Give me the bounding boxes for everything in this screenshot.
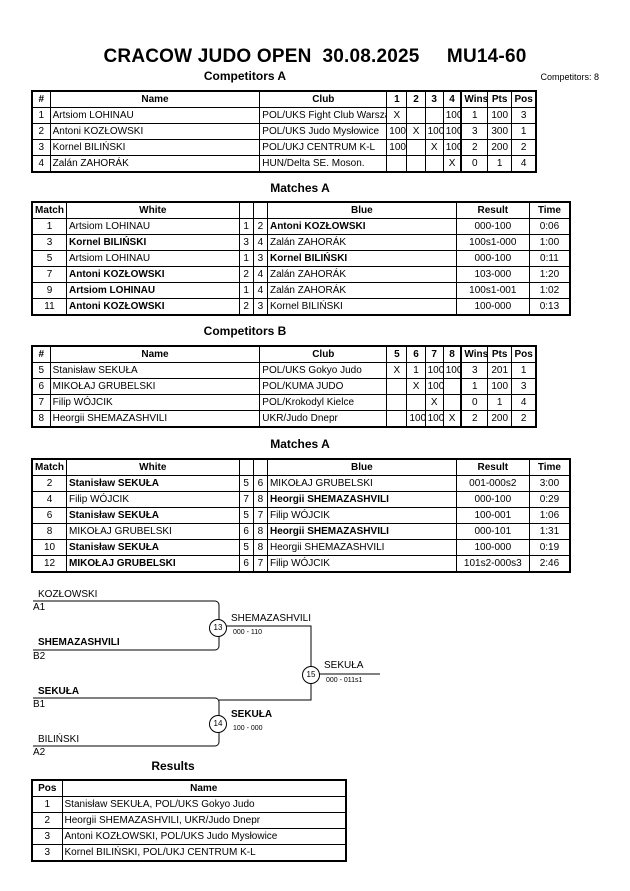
result-position: 3 (31, 844, 63, 862)
result-name: Heorgii SHEMAZASHVILI, UKR/Judo Dnepr (61, 812, 347, 829)
result-name: Stanisław SEKUŁA, POL/UKS Gokyo Judo (61, 796, 347, 813)
col-header: Name (61, 779, 347, 797)
bracket-score: 100 - 000 (233, 725, 263, 732)
match-time: 0:19 (528, 539, 571, 556)
bracket-entry-name: SEKUŁA (38, 686, 80, 697)
score: 100 (424, 410, 444, 428)
bracket-entry-name: KOZŁOWSKI (38, 589, 98, 600)
match-time: 2:46 (528, 555, 571, 573)
table-header-row: Pos Name (31, 779, 347, 797)
white-competitor: Artsiom LOHINAU (66, 282, 240, 299)
match-time: 0:06 (528, 218, 571, 235)
bracket-winner-name: SHEMAZASHVILI (231, 613, 312, 624)
row-number: 3 (31, 139, 51, 156)
club: POL/UKJ CENTRUM K-L (259, 139, 388, 156)
score: 100 (424, 362, 444, 379)
bracket-winner-name: SEKUŁA (231, 709, 273, 720)
table-header-row: Match White Blue Result Time (31, 201, 571, 219)
position: 4 (511, 155, 537, 173)
competitors-b-title: Competitors B (203, 324, 287, 338)
competitors-a-title: Competitors A (203, 69, 287, 83)
bracket-match-number: 15 (302, 666, 320, 684)
row-number: 8 (31, 410, 51, 428)
match-time: 0:13 (528, 298, 571, 316)
bracket-score: 000 - 110 (233, 629, 263, 636)
blue-competitor: Filip WÓJCIK (266, 555, 457, 573)
position: 4 (511, 394, 537, 411)
match-result: 100-000 (455, 298, 530, 316)
result-position: 2 (31, 812, 63, 829)
position: 2 (511, 139, 537, 156)
bracket-entry-name: BILIŃSKI (38, 734, 80, 745)
bracket-seed: B2 (33, 651, 46, 662)
col-header: Pos (31, 779, 63, 797)
matches-a-title: Matches A (270, 181, 330, 195)
score: 100 (406, 410, 426, 428)
bracket-final-winner: SEKUŁA (324, 660, 364, 671)
blue-number: 4 (252, 282, 268, 299)
col-header: Result (455, 458, 530, 476)
score: X (424, 139, 444, 156)
bracket-final-score: 000 - 011s1 (326, 677, 363, 684)
match-result: 100s1-001 (455, 282, 530, 299)
row-number: 7 (31, 394, 51, 411)
result-name: Antoni KOZŁOWSKI, POL/UKS Judo Mysłowice (61, 828, 347, 845)
matches-b-title: Matches A (270, 437, 330, 451)
score: 100 (442, 139, 462, 156)
position: 2 (511, 410, 537, 428)
match-time: 1:02 (528, 282, 571, 299)
page-title: CRACOW JUDO OPEN 30.08.2025 MU14-60 (103, 46, 527, 67)
match-result: 100-000 (455, 539, 530, 556)
bracket-match-number: 14 (209, 715, 227, 733)
blue-number: 7 (252, 555, 268, 573)
row-number: 6 (31, 378, 51, 395)
match-result: 101s2-000s3 (455, 555, 530, 573)
blue-number: 3 (252, 298, 268, 316)
col-header: Pos (511, 90, 537, 108)
blue-number: 4 (252, 234, 268, 251)
bracket-seed: B1 (33, 699, 46, 710)
score: X (442, 155, 462, 173)
result-position: 3 (31, 828, 63, 845)
bracket-seed: A2 (33, 747, 46, 758)
bracket-entry-name: SHEMAZASHVILI (38, 637, 120, 648)
bracket-seed: A1 (33, 602, 46, 613)
row-number: 4 (31, 155, 51, 173)
result-name: Kornel BILIŃSKI, POL/UKJ CENTRUM K-L (61, 844, 347, 862)
bracket-match-number: 13 (209, 619, 227, 637)
white-competitor: Stanisław SEKUŁA (66, 539, 240, 556)
blue-number: 8 (252, 539, 268, 556)
competitors-count: Competitors: 8 (540, 72, 599, 82)
results-title: Results (151, 759, 195, 773)
result-position: 1 (31, 796, 63, 813)
table-header-row: Match White Blue Result Time (31, 458, 571, 476)
